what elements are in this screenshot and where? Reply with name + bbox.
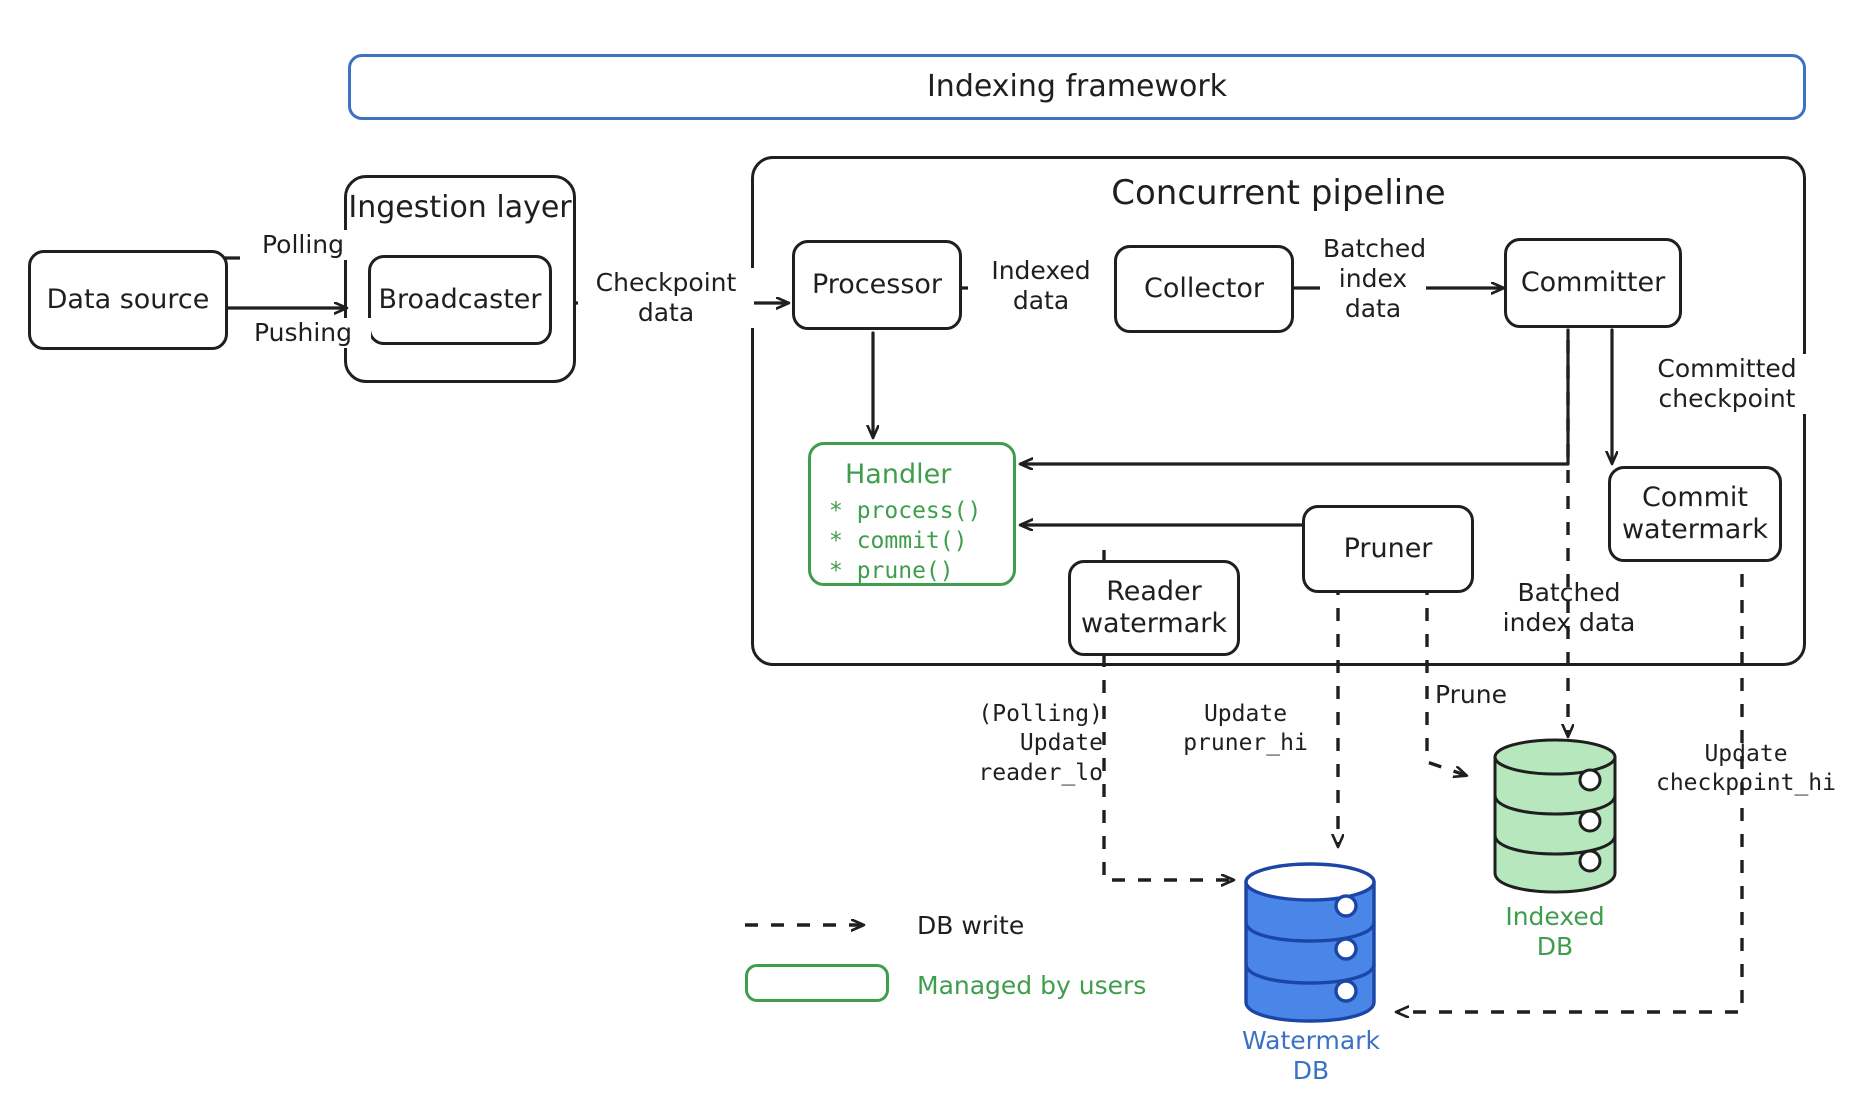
edge-label-committed-checkpoint: Committed checkpoint xyxy=(1624,354,1830,414)
node-pruner-label: Pruner xyxy=(1343,533,1433,565)
edge-label-batched-index-data-top: Batched index data xyxy=(1320,234,1426,324)
edge-label-prune: Prune xyxy=(1435,680,1507,709)
node-processor-label: Processor xyxy=(811,269,943,301)
group-ingestion-layer: Ingestion layer xyxy=(344,175,576,383)
handler-method-commit: * commit() xyxy=(829,527,968,554)
ingestion-layer-title: Ingestion layer xyxy=(348,190,572,225)
edge-label-pushing: Pushing xyxy=(235,318,371,348)
node-broadcaster[interactable]: Broadcaster xyxy=(368,255,552,345)
node-reader-watermark-label: Reader watermark xyxy=(1080,576,1228,639)
legend-item-db-write: DB write xyxy=(745,902,1146,948)
edge-label-update-checkpoint-hi: Update checkpoint_hi xyxy=(1655,741,1836,797)
edge-label-update-pruner-hi: Update pruner_hi xyxy=(1183,701,1308,757)
legend-item-managed-by-users: Managed by users xyxy=(745,962,1146,1008)
database-watermark-db-caption: Watermark DB xyxy=(1242,1026,1380,1085)
green-rounded-box-icon xyxy=(745,964,889,1002)
edge-label-indexed-data: Indexed data xyxy=(968,256,1114,316)
node-reader-watermark[interactable]: Reader watermark xyxy=(1068,560,1240,656)
legend-dashed-arrow-key xyxy=(745,904,895,946)
node-data-source[interactable]: Data source xyxy=(28,250,228,350)
legend-db-write-label: DB write xyxy=(917,910,1025,940)
database-watermark-db[interactable] xyxy=(1240,858,1380,1026)
node-commit-watermark[interactable]: Commit watermark xyxy=(1608,466,1782,562)
edge-label-checkpoint-data: Checkpoint data xyxy=(578,268,754,328)
node-data-source-label: Data source xyxy=(46,284,210,316)
concurrent-pipeline-title: Concurrent pipeline xyxy=(1111,173,1446,213)
node-pruner[interactable]: Pruner xyxy=(1302,505,1474,593)
edge-label-batched-index-data-bottom: Batched index data xyxy=(1502,578,1636,637)
edge-label-polling: Polling xyxy=(240,230,366,260)
handler-title: Handler xyxy=(845,459,952,490)
legend-managed-by-users-label: Managed by users xyxy=(917,970,1147,1000)
node-processor[interactable]: Processor xyxy=(792,240,962,330)
legend-green-box-key xyxy=(745,964,895,1006)
node-collector[interactable]: Collector xyxy=(1114,245,1294,333)
database-indexed-db[interactable] xyxy=(1490,735,1620,895)
handler-method-list: * process() * commit() * prune() xyxy=(829,497,981,587)
node-committer[interactable]: Committer xyxy=(1504,238,1682,328)
node-committer-label: Committer xyxy=(1520,267,1666,299)
legend: DB write Managed by users xyxy=(745,902,1146,1022)
node-collector-label: Collector xyxy=(1143,273,1265,305)
handler-method-process: * process() xyxy=(829,497,982,524)
edge-label-update-reader-lo: (Polling) Update reader_lo xyxy=(978,701,1103,786)
framework-title: Indexing framework xyxy=(926,69,1228,105)
node-commit-watermark-label: Commit watermark xyxy=(1621,482,1769,545)
group-indexing-framework: Indexing framework xyxy=(348,54,1806,120)
node-handler[interactable]: Handler * process() * commit() * prune() xyxy=(808,442,1016,586)
handler-method-prune: * prune() xyxy=(829,557,954,584)
node-broadcaster-label: Broadcaster xyxy=(378,284,542,316)
database-indexed-db-caption: Indexed DB xyxy=(1505,902,1605,961)
group-concurrent-pipeline: Concurrent pipeline xyxy=(751,156,1806,666)
